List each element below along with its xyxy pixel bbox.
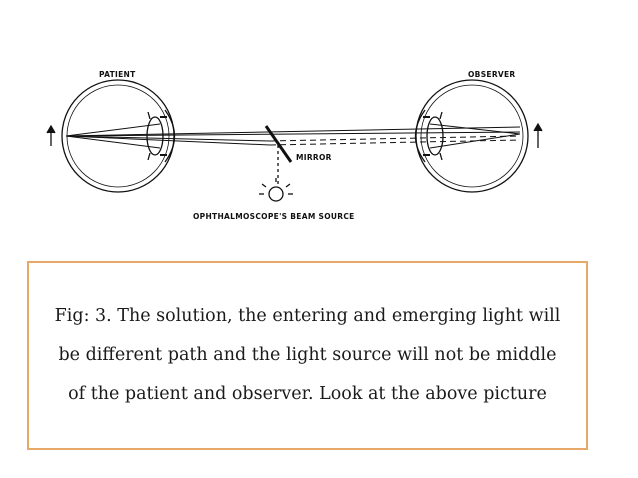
observer-label: OBSERVER: [468, 70, 516, 79]
light-paths: [65, 123, 521, 149]
beam-source: [259, 178, 293, 202]
mirror: [264, 125, 293, 185]
observer-arrow: [533, 122, 543, 148]
patient-label: PATIENT: [99, 70, 136, 79]
patient-eye: [61, 79, 176, 193]
eye-diagram: [46, 79, 543, 202]
beam-source-label: OPHTHALMOSCOPE'S BEAM SOURCE: [193, 212, 355, 221]
patient-arrow: [46, 124, 56, 146]
mirror-label: MIRROR: [296, 153, 332, 162]
caption-text: Fig: 3. The solution, the entering and e…: [54, 306, 561, 404]
caption-box: Fig: 3. The solution, the entering and e…: [27, 261, 588, 450]
observer-eye: [414, 79, 529, 193]
